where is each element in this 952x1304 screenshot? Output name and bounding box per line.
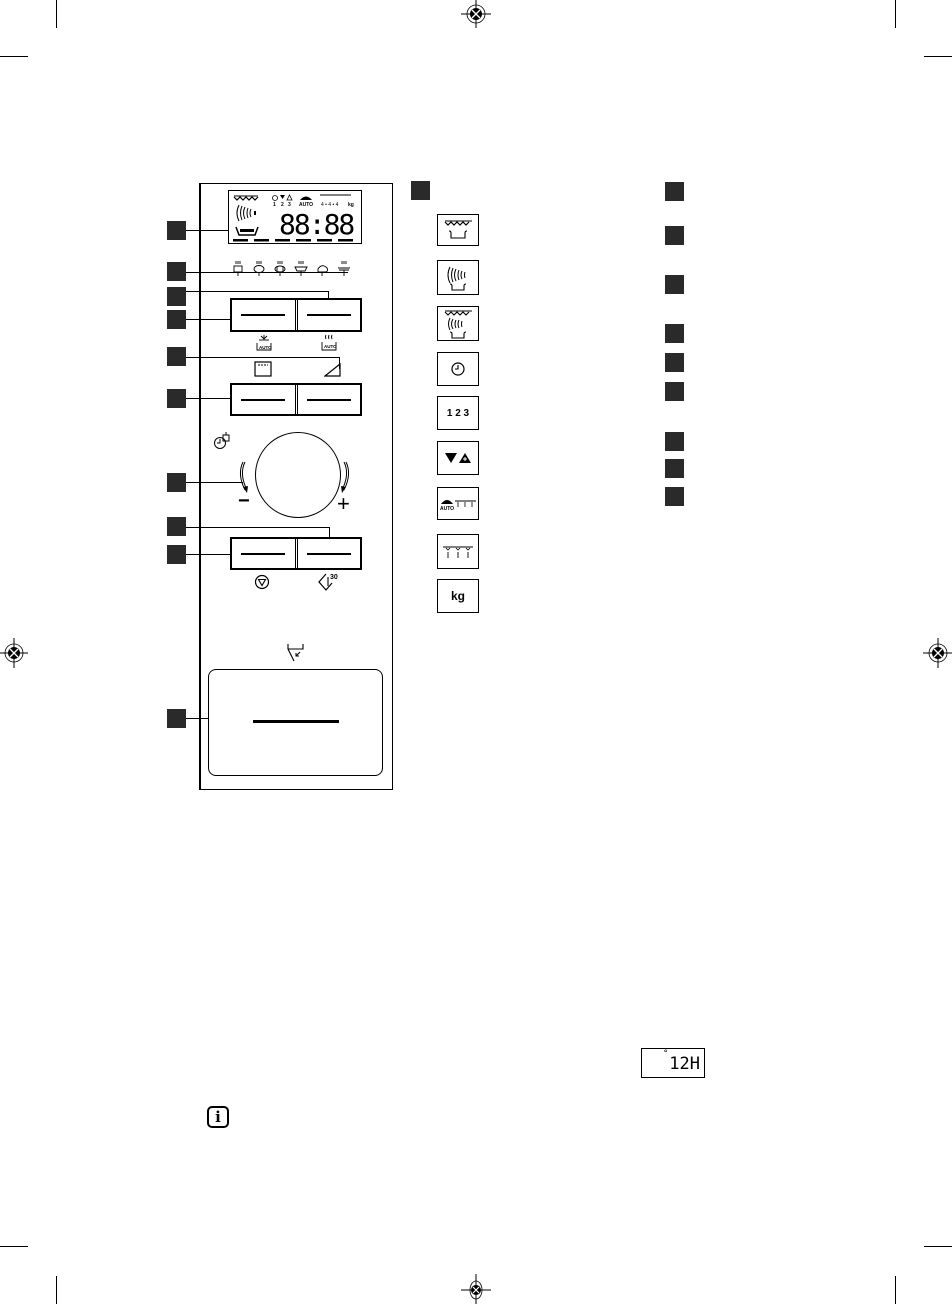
button-row-grill xyxy=(230,383,362,416)
svg-text:1: 1 xyxy=(273,202,276,208)
auto-defrost-button[interactable] xyxy=(232,300,295,330)
clock-icon xyxy=(437,352,479,386)
power-button[interactable] xyxy=(294,385,361,414)
combi-icon xyxy=(437,306,479,341)
svg-text:2: 2 xyxy=(281,202,284,208)
clock-timer-icon xyxy=(214,432,230,449)
svg-text:88:88: 88:88 xyxy=(279,208,354,241)
leader-line xyxy=(186,398,230,399)
callout-right-1 xyxy=(665,182,684,201)
lcd-segments-icon: 1 2 3 AUTO kg 4 • 4 • 4 88:88 xyxy=(233,194,356,242)
control-panel xyxy=(200,183,393,790)
crop-mark xyxy=(0,1246,28,1247)
leader-line xyxy=(186,291,328,292)
dial-arrows-icon xyxy=(239,461,350,493)
stop-icon xyxy=(254,574,270,590)
leader-line xyxy=(339,357,340,369)
svg-text:AUTO: AUTO xyxy=(299,202,313,208)
door-open-button[interactable] xyxy=(208,669,383,776)
grill-oven-icon xyxy=(254,361,272,377)
svg-text:30: 30 xyxy=(330,574,338,581)
clock-display: ° 12H xyxy=(641,1048,705,1078)
control-dial[interactable] xyxy=(255,432,341,518)
callout-legend xyxy=(411,181,430,200)
callout-display xyxy=(167,221,186,240)
svg-text:AUTO: AUTO xyxy=(440,506,454,512)
callout-right-9 xyxy=(665,487,684,506)
leader-line xyxy=(186,718,208,719)
auto-cook-button[interactable] xyxy=(294,300,361,330)
callout-food-icons xyxy=(167,262,186,281)
start-button[interactable] xyxy=(294,539,361,568)
info-icon: i xyxy=(207,1106,229,1128)
svg-text:AUTO: AUTO xyxy=(259,345,272,350)
crop-mark xyxy=(924,56,952,57)
lcd-display: 1 2 3 AUTO kg 4 • 4 • 4 88:88 xyxy=(228,190,362,244)
callout-right-6 xyxy=(665,382,684,401)
crop-mark xyxy=(56,0,57,28)
door-open-icon xyxy=(287,644,304,662)
leader-line xyxy=(186,482,243,483)
minus-plus-icon xyxy=(437,441,479,475)
clock-dot-icon: ° xyxy=(663,1049,669,1059)
weight-icon: kg xyxy=(437,579,479,613)
callout-power xyxy=(167,347,186,366)
grill-button[interactable] xyxy=(232,385,295,414)
crop-mark xyxy=(924,1246,952,1247)
callout-auto-defrost xyxy=(167,310,186,329)
leader-line xyxy=(186,272,348,273)
svg-text:AUTO: AUTO xyxy=(324,344,337,349)
callout-grill xyxy=(167,389,186,408)
crop-mark xyxy=(0,56,28,57)
callout-right-4 xyxy=(665,324,684,343)
crop-mark xyxy=(895,0,896,28)
callout-start xyxy=(167,517,186,536)
leader-line-vertical xyxy=(199,183,200,790)
leader-line xyxy=(186,357,339,358)
start-plus-30-icon: 30 xyxy=(318,573,338,591)
callout-auto-cook xyxy=(167,287,186,306)
registration-mark-icon xyxy=(923,638,952,668)
svg-text:kg: kg xyxy=(348,202,354,208)
callout-stop xyxy=(167,545,186,564)
leader-line xyxy=(328,291,329,300)
dial-minus-label: − xyxy=(238,490,250,512)
auto-defrost-icon: AUTO xyxy=(256,335,272,351)
food-category-icons xyxy=(233,261,350,276)
leader-line xyxy=(186,319,230,320)
callout-door-open xyxy=(167,709,186,728)
button-row-start-stop xyxy=(230,537,362,570)
weight-ramp-icon xyxy=(324,363,341,377)
registration-mark-icon xyxy=(461,1274,491,1304)
callout-right-5 xyxy=(665,353,684,372)
leader-line xyxy=(186,230,228,231)
registration-mark-icon xyxy=(0,638,28,668)
defrost-icon xyxy=(437,534,479,569)
crop-mark xyxy=(895,1276,896,1304)
microwave-icon xyxy=(437,260,479,295)
callout-right-2 xyxy=(665,226,684,245)
grill-icon xyxy=(437,214,479,246)
leader-line xyxy=(186,554,230,555)
callout-right-8 xyxy=(665,459,684,478)
callout-right-3 xyxy=(665,275,684,294)
leader-line xyxy=(186,527,329,528)
stop-button[interactable] xyxy=(232,539,295,568)
auto-cook-icon: AUTO xyxy=(321,334,337,351)
stages-icon: 1 2 3 xyxy=(437,396,479,430)
svg-text:3: 3 xyxy=(288,202,291,208)
callout-right-7 xyxy=(665,432,684,451)
callout-dial xyxy=(167,473,186,492)
leader-line xyxy=(329,527,330,537)
button-row-auto xyxy=(230,298,362,332)
auto-menu-icon: AUTO xyxy=(437,487,479,520)
svg-text:4 • 4 • 4: 4 • 4 • 4 xyxy=(321,202,339,208)
registration-mark-icon xyxy=(461,0,491,28)
crop-mark xyxy=(56,1276,57,1304)
dial-plus-label: + xyxy=(337,491,350,516)
